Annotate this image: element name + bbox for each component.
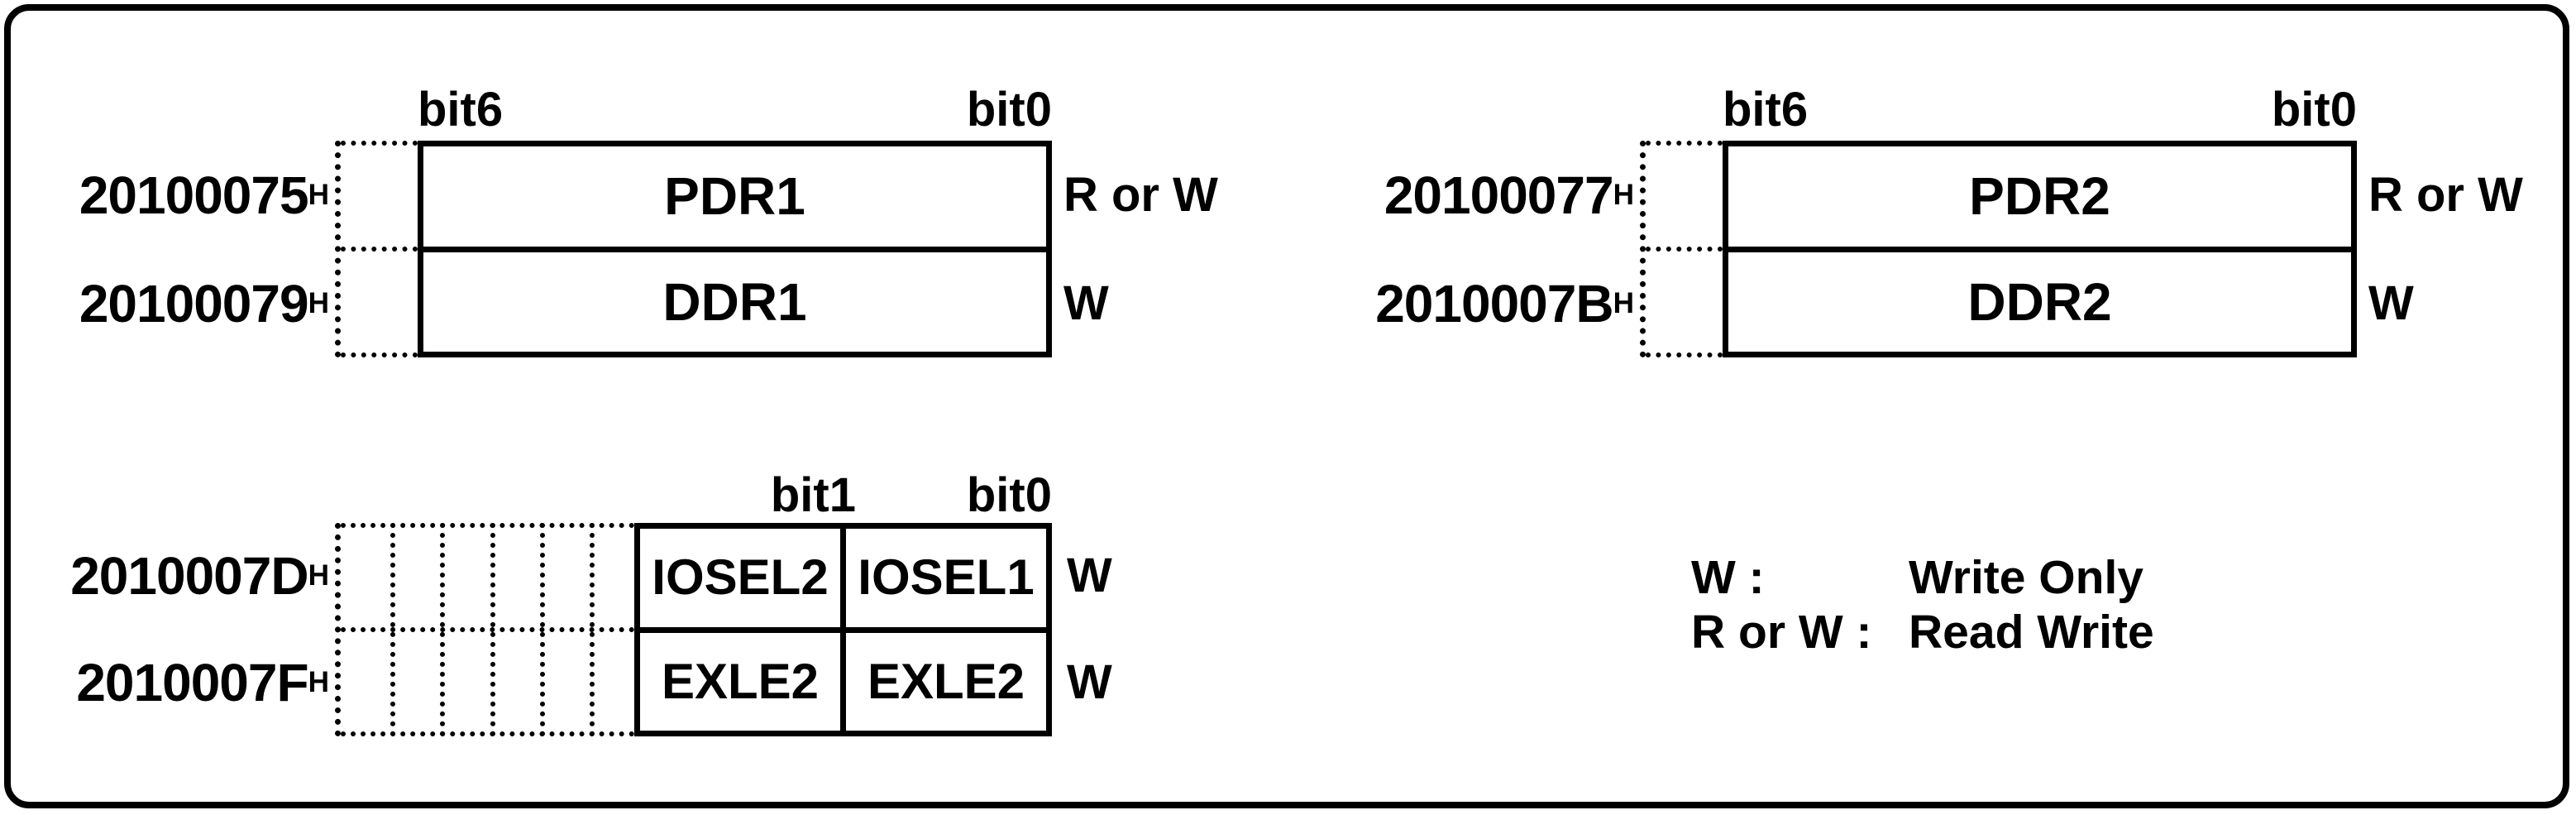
bit-label-bit0: bit0 bbox=[966, 468, 1052, 522]
bit-index-row-port2: bit6 bit0 bbox=[1723, 81, 2357, 134]
register-box-port2: PDR2 DDR2 bbox=[1723, 141, 2357, 357]
divider bbox=[840, 632, 846, 731]
legend-row: W : Write Only bbox=[1691, 550, 2154, 605]
bit-index-row-port1: bit6 bit0 bbox=[418, 81, 1052, 134]
bit-label-lsb: bit0 bbox=[2271, 83, 2357, 137]
unused-bits-area bbox=[335, 523, 634, 736]
dashed-bit-divider bbox=[440, 523, 445, 736]
bit-cell: IOSEL2 bbox=[652, 549, 829, 606]
bit-label-lsb: bit0 bbox=[966, 83, 1052, 137]
dashed-bit-divider bbox=[390, 523, 395, 736]
dotted-line bbox=[1646, 247, 1723, 252]
divider bbox=[423, 246, 1046, 252]
hex-suffix: H bbox=[1613, 179, 1634, 212]
register-row: EXLE2 EXLE2 bbox=[640, 632, 1046, 731]
hex-suffix: H bbox=[308, 179, 329, 212]
register-row: PDR2 bbox=[1728, 146, 2351, 247]
dotted-line bbox=[341, 247, 418, 252]
dotted-line bbox=[1646, 141, 1723, 146]
divider bbox=[640, 626, 1046, 633]
bit-cell: EXLE2 bbox=[661, 653, 820, 709]
register-name: PDR2 bbox=[1969, 166, 2110, 227]
hex-suffix: H bbox=[308, 666, 329, 699]
register-name: DDR2 bbox=[1967, 271, 2112, 332]
register-box-port1: PDR1 DDR1 bbox=[418, 141, 1052, 357]
hex-suffix: H bbox=[308, 287, 329, 320]
legend-row: R or W : Read Write bbox=[1691, 605, 2154, 659]
dotted-line bbox=[341, 141, 418, 146]
hex-suffix: H bbox=[1613, 287, 1634, 320]
legend-key: R or W : bbox=[1691, 605, 1872, 659]
dotted-line bbox=[341, 731, 634, 736]
dotted-line bbox=[1646, 352, 1723, 357]
dashed-bit-divider bbox=[490, 523, 495, 736]
access-label: R or W bbox=[1063, 168, 1218, 222]
dotted-line bbox=[341, 523, 634, 528]
register-name: PDR1 bbox=[664, 166, 805, 227]
legend-description: Write Only bbox=[1909, 550, 2143, 604]
bit-cell: EXLE2 bbox=[867, 653, 1025, 709]
address-value: 2010007B bbox=[1375, 274, 1613, 333]
divider bbox=[840, 529, 846, 627]
bit-label-msb: bit6 bbox=[418, 83, 504, 137]
register-row: PDR1 bbox=[423, 146, 1046, 247]
register-row: IOSEL2 IOSEL1 bbox=[640, 529, 1046, 627]
unused-bit-extension-port1 bbox=[335, 141, 418, 357]
legend: W : Write Only R or W : Read Write bbox=[1691, 550, 2154, 659]
dotted-line bbox=[341, 352, 418, 357]
dotted-line bbox=[341, 627, 634, 632]
register-row: DDR2 bbox=[1728, 252, 2351, 352]
dashed-bit-divider bbox=[540, 523, 545, 736]
access-label: W bbox=[1063, 276, 1109, 330]
access-label: W bbox=[1067, 655, 1112, 709]
bit-cell: IOSEL1 bbox=[858, 549, 1035, 606]
address-value: 2010007F bbox=[76, 653, 308, 712]
address-value: 2010007D bbox=[70, 546, 308, 606]
access-label: W bbox=[1067, 549, 1112, 602]
address-value: 20100075 bbox=[79, 165, 309, 225]
hex-suffix: H bbox=[308, 559, 329, 592]
legend-key: W : bbox=[1691, 550, 1765, 604]
dashed-bit-divider bbox=[590, 523, 595, 736]
access-label: R or W bbox=[2368, 168, 2523, 222]
access-label: W bbox=[2368, 276, 2414, 330]
legend-description: Read Write bbox=[1909, 605, 2154, 659]
unused-bit-extension-port2 bbox=[1640, 141, 1723, 357]
bit-label-msb: bit6 bbox=[1723, 83, 1809, 137]
register-row: DDR1 bbox=[423, 252, 1046, 352]
address-value: 20100079 bbox=[79, 274, 309, 333]
register-box-bits: IOSEL2 IOSEL1 EXLE2 EXLE2 bbox=[634, 523, 1052, 736]
divider bbox=[1728, 246, 2351, 252]
figure-frame bbox=[4, 4, 2569, 808]
bit-label-bit1: bit1 bbox=[770, 468, 856, 522]
address-value: 20100077 bbox=[1384, 165, 1614, 225]
register-name: DDR1 bbox=[662, 271, 807, 332]
